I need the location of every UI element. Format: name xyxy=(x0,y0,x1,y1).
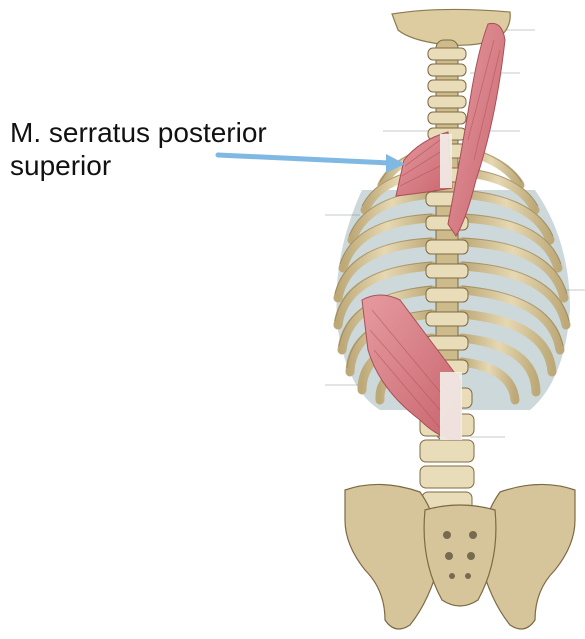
vertebral-column xyxy=(420,40,474,512)
muscle-label-line1: M. serratus posterior xyxy=(10,116,310,149)
muscle-label: M. serratus posterior superior xyxy=(10,116,310,182)
pelvis xyxy=(345,484,575,629)
muscle-label-line2: superior xyxy=(10,149,310,182)
